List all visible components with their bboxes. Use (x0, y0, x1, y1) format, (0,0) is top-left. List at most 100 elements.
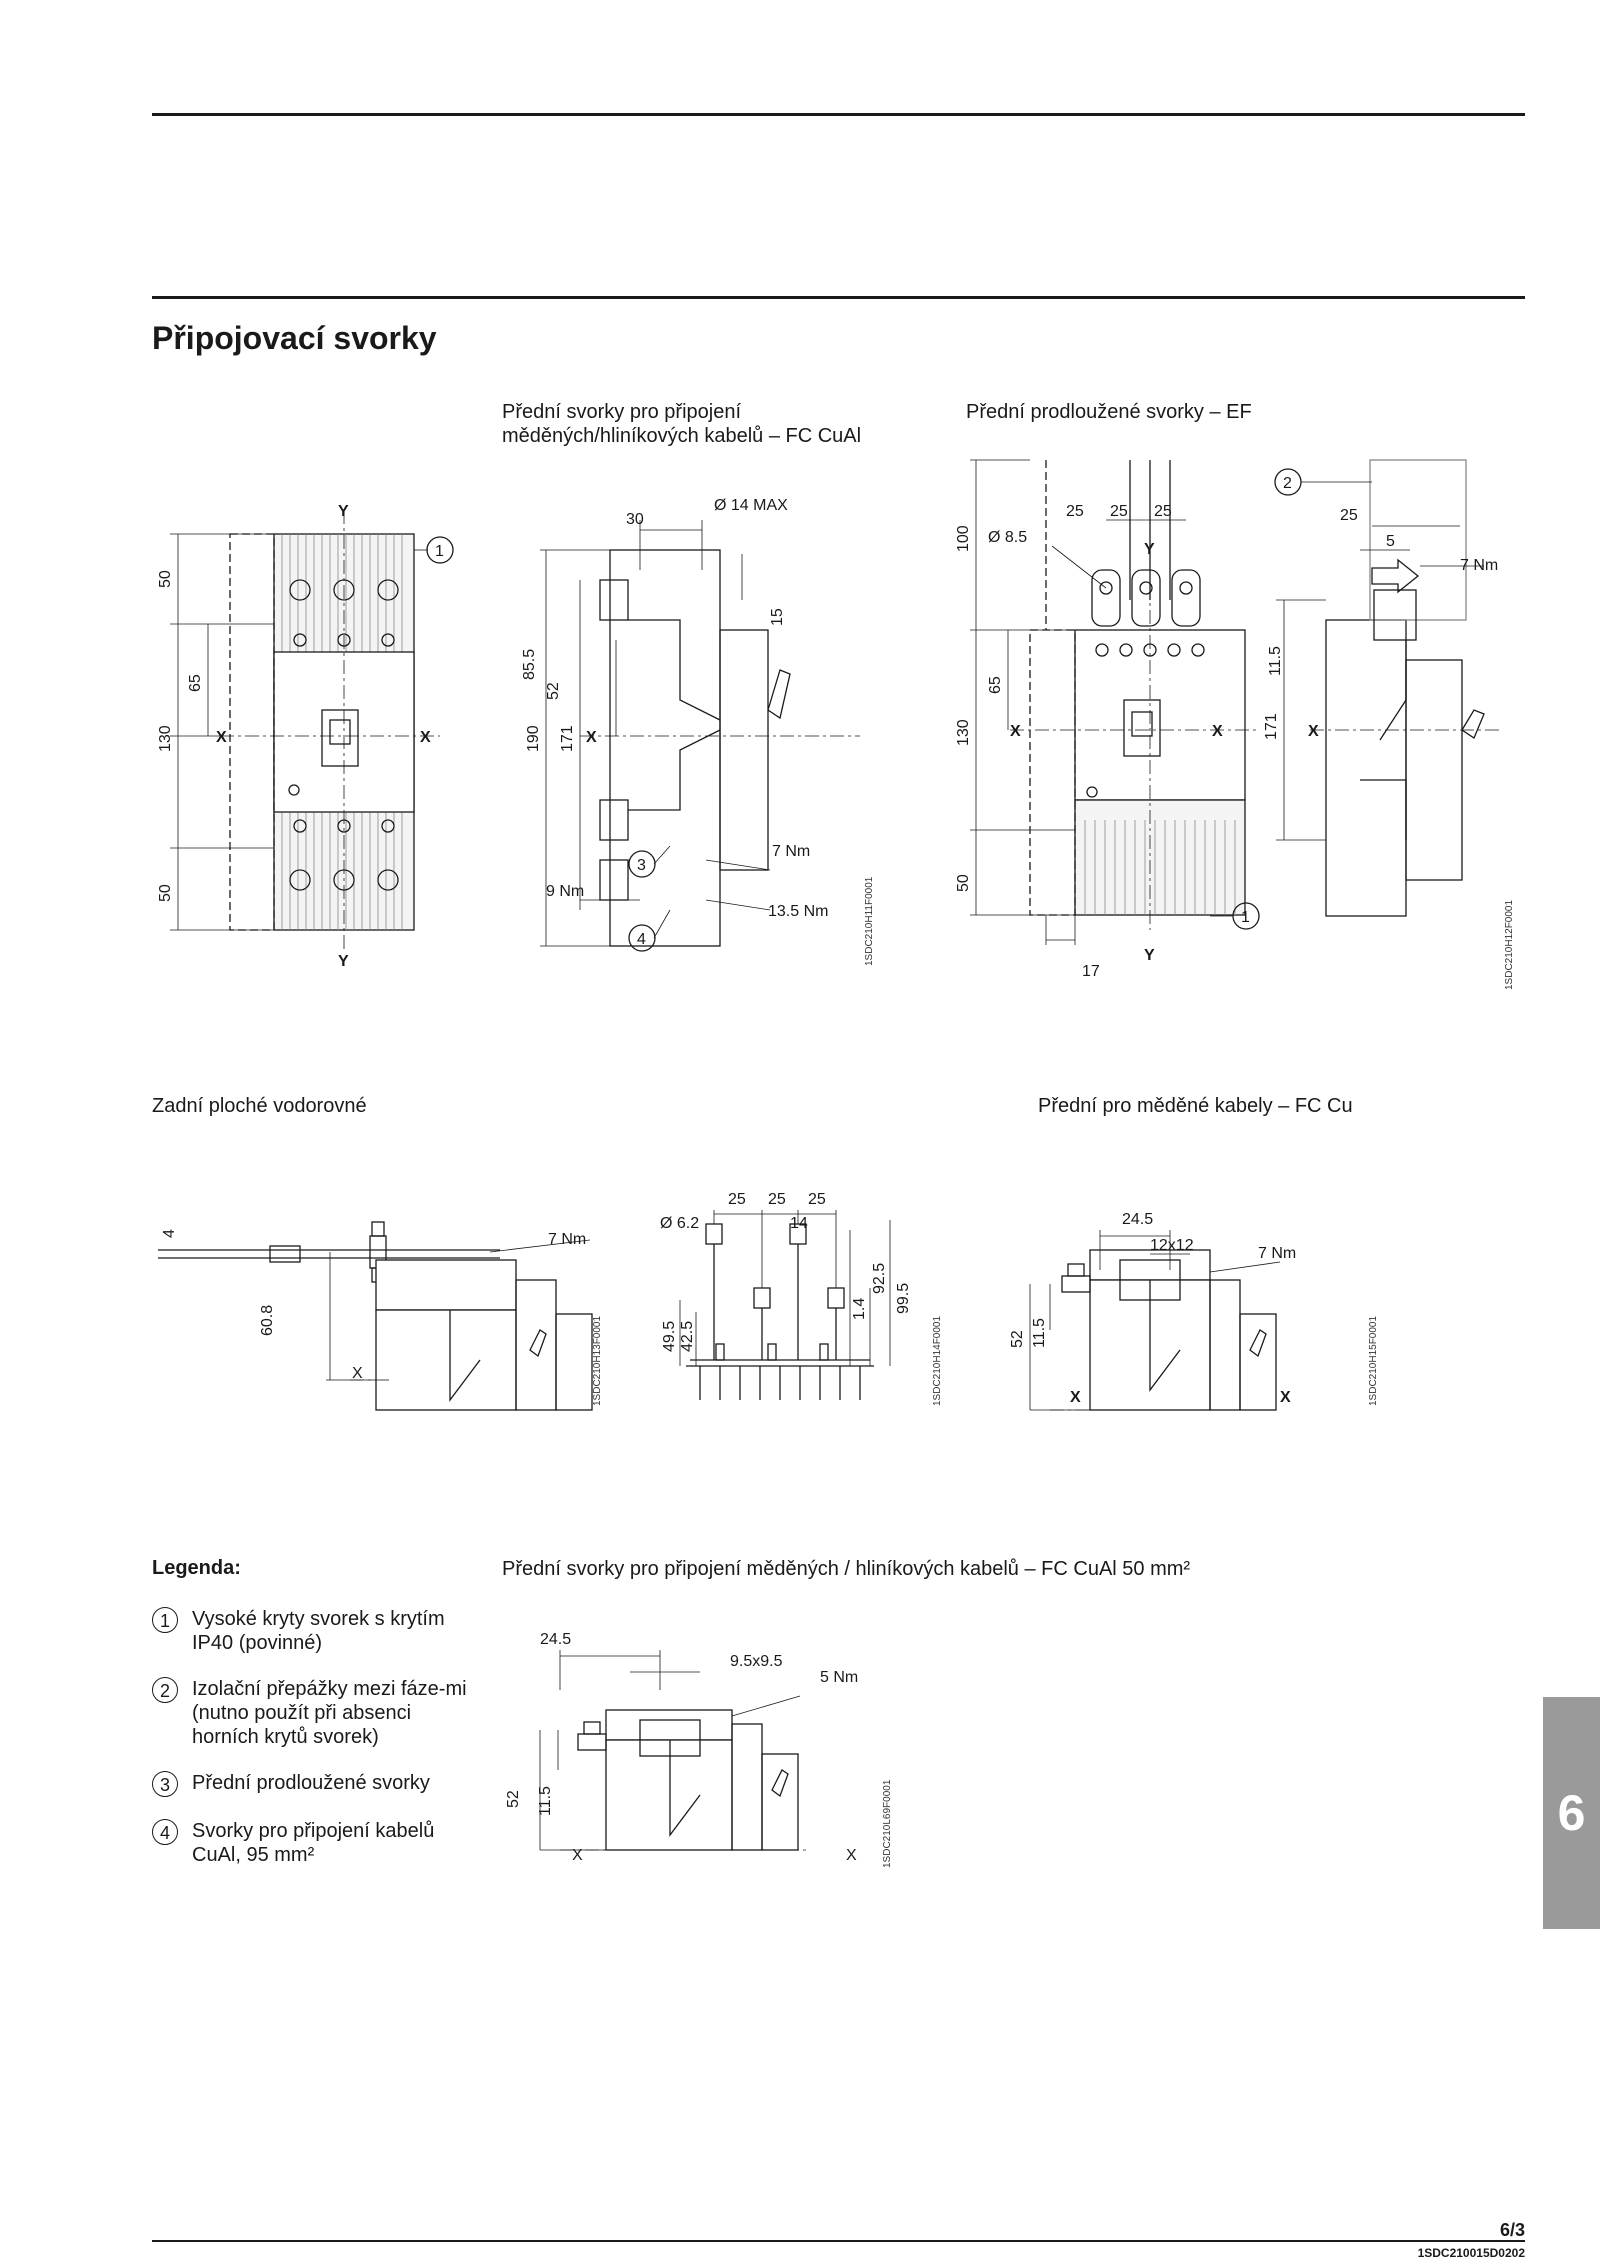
footer-rule (152, 2240, 1525, 2242)
rear-flat-dim-60-8: 60.8 (259, 1305, 276, 1336)
rear-flat-code: 1SDC210H13F0001 (592, 1316, 603, 1406)
ef-dim-65: 65 (987, 676, 1004, 694)
fc-cu-code: 1SDC210H15F0001 (1368, 1316, 1379, 1406)
ef-drawing: 100 65 130 50 171 11.5 25 25 25 Ø 8.5 17… (955, 459, 1515, 990)
ef-dim-50: 50 (955, 874, 972, 892)
fc-cual-dim-65: 65 (187, 674, 204, 692)
fc-cu-x-right: X (1280, 1389, 1291, 1406)
fc-cu-dim-24-5: 24.5 (1122, 1211, 1153, 1228)
ef-caption: Přední prodloužené svorky – EF (966, 401, 1252, 423)
fc-cual-drawing: Y Y X X X 50 65 130 50 190 171 85.5 52 3… (157, 497, 875, 970)
fc-cu-torque: 7 Nm (1258, 1245, 1296, 1262)
page-title: Připojovací svorky (152, 320, 437, 356)
fc-cual-dim-15: 15 (769, 608, 786, 626)
ef-dim-5: 5 (1386, 533, 1395, 550)
fc-cual-caption: Přední svorky pro připojení měděných/hli… (502, 400, 861, 448)
ef-y-top: Y (1144, 541, 1155, 558)
legend-item: 3 Přední prodloužené svorky (152, 1771, 482, 1797)
fc-cual-x-right: X (420, 729, 431, 746)
ef-dim-11-5: 11.5 (1267, 646, 1284, 676)
fc-cual50-torque: 5 Nm (820, 1669, 858, 1686)
top-rule (152, 113, 1525, 116)
fc-cual50-dim-11-5: 11.5 (537, 1786, 554, 1816)
fc-cual-callout-1: 1 (435, 543, 444, 560)
rear-flat-dim-4: 4 (161, 1229, 178, 1238)
ef-callout-1: 1 (1241, 909, 1250, 926)
ef-x-side: X (1308, 723, 1319, 740)
legend-num: 2 (152, 1677, 178, 1703)
legend-item: 1 Vysoké kryty svorek s krytím IP40 (pov… (152, 1607, 482, 1655)
fc-cual50-dim-24-5: 24.5 (540, 1631, 571, 1648)
fc-cual-dim-50-bottom: 50 (157, 884, 174, 902)
rear-top-dim-49-5: 49.5 (661, 1321, 678, 1352)
fc-cual-y-top: Y (338, 503, 349, 520)
fc-cual-dim-d14: Ø 14 MAX (714, 497, 788, 514)
fc-cual-dim-85-5: 85.5 (521, 649, 538, 680)
rear-flat-torque: 7 Nm (548, 1231, 586, 1248)
fc-cual-callout-4: 4 (637, 931, 646, 948)
fc-cual-caption-line2: měděných/hliníkových kabelů – FC CuAl (502, 425, 862, 447)
ef-dim-25b: 25 (1110, 503, 1128, 520)
ef-x-right: X (1212, 723, 1223, 740)
rear-top-dim-25c: 25 (808, 1191, 826, 1208)
legend-text: Izolační přepážky mezi fáze-mi (nutno po… (192, 1678, 467, 1748)
fc-cu-dim-11-5: 11.5 (1031, 1318, 1048, 1348)
legend-list: 1 Vysoké kryty svorek s krytím IP40 (pov… (152, 1607, 482, 1889)
fc-cual-torque-13-5: 13.5 Nm (768, 903, 828, 920)
ef-dim-100: 100 (955, 525, 972, 552)
rear-top-dim-25a: 25 (728, 1191, 746, 1208)
document-code: 1SDC210015D0202 (1417, 2246, 1525, 2260)
fc-cual-torque-7: 7 Nm (772, 843, 810, 860)
fc-cual-code: 1SDC210H11F0001 (864, 876, 875, 966)
fc-cual-dim-52: 52 (545, 682, 562, 700)
section-tab: 6 (1543, 1697, 1600, 1929)
ef-dim-25-side: 25 (1340, 507, 1358, 524)
rear-top-dim-99-5: 99.5 (895, 1283, 912, 1314)
ef-code: 1SDC210H12F0001 (1504, 900, 1515, 990)
rear-flat-x: X (352, 1365, 363, 1382)
rear-flat-drawing: 4 60.8 7 Nm X 1SDC210H13F0001 Ø 6.2 25 2… (158, 1191, 1379, 1411)
ef-dim-130: 130 (955, 719, 972, 746)
fc-cual-dim-171: 171 (559, 725, 576, 752)
fc-cual-callout-3: 3 (637, 857, 646, 874)
ef-torque-7: 7 Nm (1460, 557, 1498, 574)
legend-text: Přední prodloužené svorky (192, 1772, 430, 1794)
rear-top-dim-d6-2: Ø 6.2 (660, 1215, 699, 1232)
rear-top-dim-92-5: 92.5 (871, 1263, 888, 1294)
ef-dim-d8-5: Ø 8.5 (988, 529, 1027, 546)
legend-item: 4 Svorky pro připojení kabelů CuAl, 95 m… (152, 1819, 482, 1867)
fc-cual50-drawing: 24.5 9.5x9.5 52 11.5 5 Nm X X 1SDC210L69… (505, 1631, 893, 1868)
fc-cual-torque-9: 9 Nm (546, 883, 584, 900)
fc-cual-dim-50-top: 50 (157, 570, 174, 588)
rear-top-dim-1-4: 1.4 (851, 1298, 868, 1320)
rear-flat-caption: Zadní ploché vodorovné (152, 1095, 367, 1117)
fc-cual-x-left: X (216, 729, 227, 746)
ef-dim-25a: 25 (1066, 503, 1084, 520)
fc-cual-dim-130: 130 (157, 725, 174, 752)
fc-cu-x-left: X (1070, 1389, 1081, 1406)
legend-title: Legenda: (152, 1557, 241, 1579)
rear-top-dim-14: 14 (790, 1215, 808, 1232)
fc-cu-caption: Přední pro měděné kabely – FC Cu (1038, 1095, 1353, 1117)
ef-y-bottom: Y (1144, 947, 1155, 964)
fc-cual-dim-30: 30 (626, 511, 644, 528)
fc-cual-y-bottom: Y (338, 953, 349, 970)
fc-cual50-dim-52: 52 (505, 1790, 522, 1808)
ef-x-left: X (1010, 723, 1021, 740)
legend-num: 3 (152, 1771, 178, 1797)
fc-cual50-x-left: X (572, 1847, 583, 1864)
legend-num: 1 (152, 1607, 178, 1633)
page-number: 6/3 (1499, 2220, 1525, 2240)
fc-cual-dim-190: 190 (525, 725, 542, 752)
fc-cual50-code: 1SDC210L69F0001 (882, 1779, 893, 1868)
fc-cual50-caption: Přední svorky pro připojení měděných / h… (502, 1558, 1191, 1580)
legend-num: 4 (152, 1819, 178, 1845)
rear-top-dim-25b: 25 (768, 1191, 786, 1208)
legend-text: Svorky pro připojení kabelů CuAl, 95 mm² (192, 1820, 435, 1866)
ef-callout-2: 2 (1283, 475, 1292, 492)
fc-cual50-x-right: X (846, 1847, 857, 1864)
title-rule (152, 296, 1525, 299)
ef-dim-25c: 25 (1154, 503, 1172, 520)
ef-dim-171: 171 (1263, 713, 1280, 740)
fc-cual-caption-line1: Přední svorky pro připojení (502, 401, 742, 423)
